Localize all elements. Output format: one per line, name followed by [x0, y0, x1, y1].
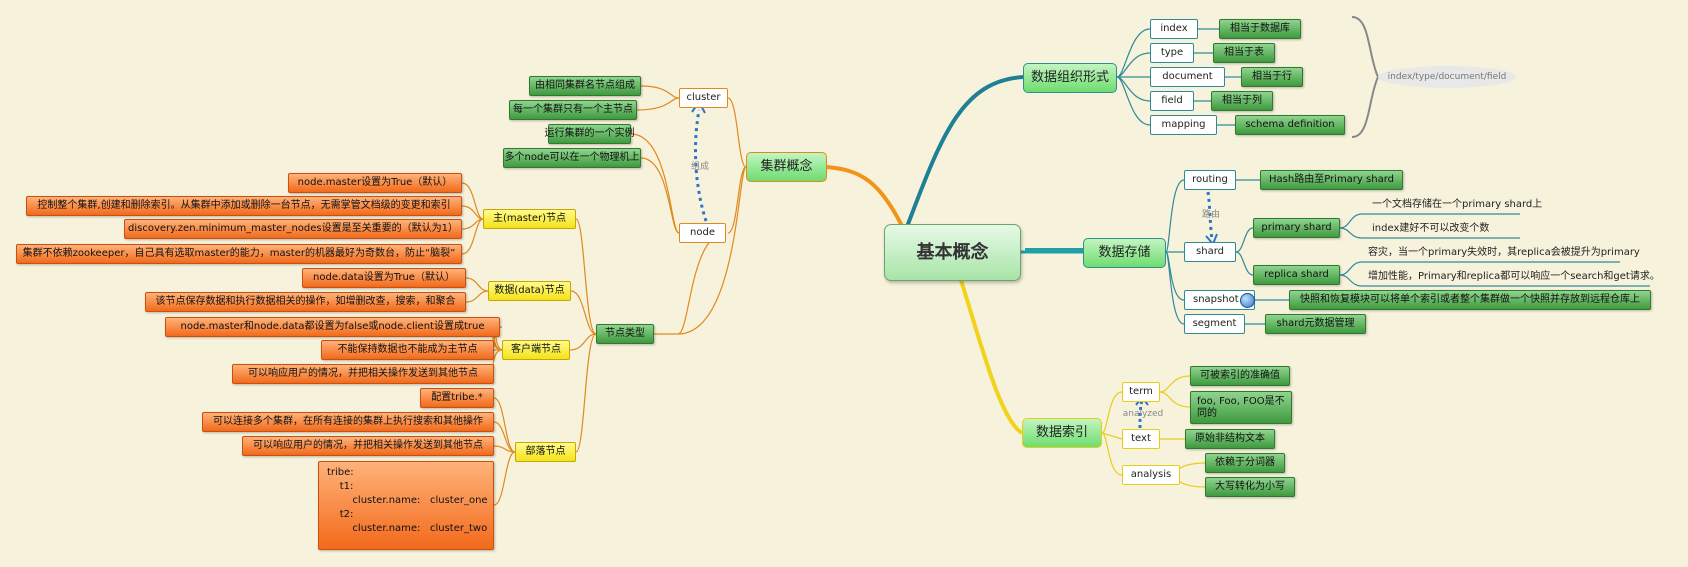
- analyzed-label: analyzed: [1122, 408, 1164, 419]
- node-primary-shard[interactable]: primary shard: [1253, 218, 1340, 238]
- topic-data-indexing[interactable]: 数据索引: [1022, 418, 1102, 448]
- client-desc-1[interactable]: node.master和node.data都设置为false或node.clie…: [165, 317, 500, 337]
- tribe-desc-2[interactable]: 可以连接多个集群，在所有连接的集群上执行搜索和其他操作: [202, 412, 494, 432]
- node-term-desc-2[interactable]: foo, Foo, FOO是不同的: [1190, 391, 1292, 424]
- master-desc-2[interactable]: 控制整个集群,创建和删除索引。从集群中添加或删除一台节点，无需掌管文档级的变更和…: [26, 196, 462, 216]
- topic-cluster-concepts[interactable]: 集群概念: [746, 152, 827, 182]
- node-segment[interactable]: segment: [1184, 314, 1245, 334]
- replica-note-1: 容灾，当一个primary失效时，其replica会被提升为primary: [1368, 247, 1640, 258]
- primary-note-2: index建好不可以改变个数: [1372, 223, 1490, 234]
- node-shard[interactable]: shard: [1184, 242, 1236, 262]
- node-routing-desc[interactable]: Hash路由至Primary shard: [1260, 170, 1403, 190]
- topic-data-storage[interactable]: 数据存储: [1083, 238, 1166, 268]
- node-field-desc[interactable]: 相当于列: [1211, 91, 1273, 111]
- tribe-config-code[interactable]: tribe: t1: cluster.name: cluster_one t2:…: [318, 461, 494, 550]
- node-node-desc-2[interactable]: 多个node可以在一个物理机上: [503, 148, 641, 168]
- node-analysis-desc-1[interactable]: 依赖于分词器: [1205, 453, 1285, 473]
- node-replica-shard[interactable]: replica shard: [1253, 265, 1340, 285]
- primary-note-1: 一个文档存储在一个primary shard上: [1372, 199, 1543, 210]
- node-text[interactable]: text: [1122, 429, 1160, 449]
- node-type[interactable]: type: [1150, 43, 1194, 63]
- node-index[interactable]: index: [1150, 19, 1198, 39]
- compose-label: 组成: [690, 161, 709, 172]
- root-node[interactable]: 基本概念: [884, 224, 1021, 281]
- node-field[interactable]: field: [1150, 91, 1194, 111]
- node-node-types[interactable]: 节点类型: [596, 324, 654, 344]
- node-data[interactable]: 数据(data)节点: [488, 281, 571, 301]
- master-desc-3[interactable]: discovery.zen.minimum_master_nodes设置是至关重…: [124, 219, 462, 239]
- topic-data-organization[interactable]: 数据组织形式: [1023, 63, 1117, 93]
- data-desc-1[interactable]: node.data设置为True（默认）: [302, 268, 466, 288]
- summary-bubble[interactable]: index/type/document/field: [1378, 66, 1516, 88]
- master-desc-1[interactable]: node.master设置为True（默认）: [288, 173, 462, 193]
- node-client[interactable]: 客户端节点: [502, 340, 570, 360]
- node-term-desc-1[interactable]: 可被索引的准确值: [1190, 366, 1290, 386]
- tribe-desc-3[interactable]: 可以响应用户的情况，并把相关操作发送到其他节点: [242, 436, 494, 456]
- globe-icon: [1240, 293, 1255, 308]
- node-index-desc[interactable]: 相当于数据库: [1219, 19, 1301, 39]
- node-cluster-desc-2[interactable]: 每一个集群只有一个主节点: [509, 100, 637, 120]
- node-document[interactable]: document: [1150, 67, 1225, 87]
- client-desc-2[interactable]: 不能保持数据也不能成为主节点: [321, 340, 494, 360]
- node-node[interactable]: node: [679, 223, 726, 243]
- node-document-desc[interactable]: 相当于行: [1241, 67, 1303, 87]
- node-cluster-desc-1[interactable]: 由相同集群名节点组成: [529, 76, 641, 96]
- replica-note-2: 增加性能，Primary和replica都可以响应一个search和get请求。: [1368, 271, 1660, 282]
- node-cluster[interactable]: cluster: [679, 88, 728, 108]
- tribe-desc-1[interactable]: 配置tribe.*: [420, 388, 494, 408]
- node-mapping-desc[interactable]: schema definition: [1235, 115, 1345, 135]
- node-node-desc-1[interactable]: 运行集群的一个实例: [545, 124, 635, 144]
- client-desc-3[interactable]: 可以响应用户的情况，并把相关操作发送到其他节点: [232, 364, 494, 384]
- data-desc-2[interactable]: 该节点保存数据和执行数据相关的操作，如增删改查，搜索，和聚合: [145, 292, 466, 312]
- node-term[interactable]: term: [1122, 382, 1160, 402]
- node-snapshot-desc[interactable]: 快照和恢复模块可以将单个索引或者整个集群做一个快照并存放到远程仓库上: [1289, 290, 1651, 310]
- node-segment-desc[interactable]: shard元数据管理: [1265, 314, 1366, 334]
- node-routing[interactable]: routing: [1184, 170, 1236, 190]
- master-desc-4[interactable]: 集群不依赖zookeeper，自己具有选取master的能力，master的机器…: [16, 244, 462, 264]
- node-analysis[interactable]: analysis: [1122, 465, 1180, 485]
- node-master[interactable]: 主(master)节点: [483, 209, 576, 229]
- node-analysis-desc-2[interactable]: 大写转化为小写: [1205, 477, 1295, 497]
- route-label: 路由: [1201, 209, 1220, 220]
- node-tribe[interactable]: 部落节点: [515, 442, 576, 462]
- node-mapping[interactable]: mapping: [1150, 115, 1217, 135]
- node-text-desc[interactable]: 原始非结构文本: [1185, 429, 1275, 449]
- node-type-desc[interactable]: 相当于表: [1213, 43, 1275, 63]
